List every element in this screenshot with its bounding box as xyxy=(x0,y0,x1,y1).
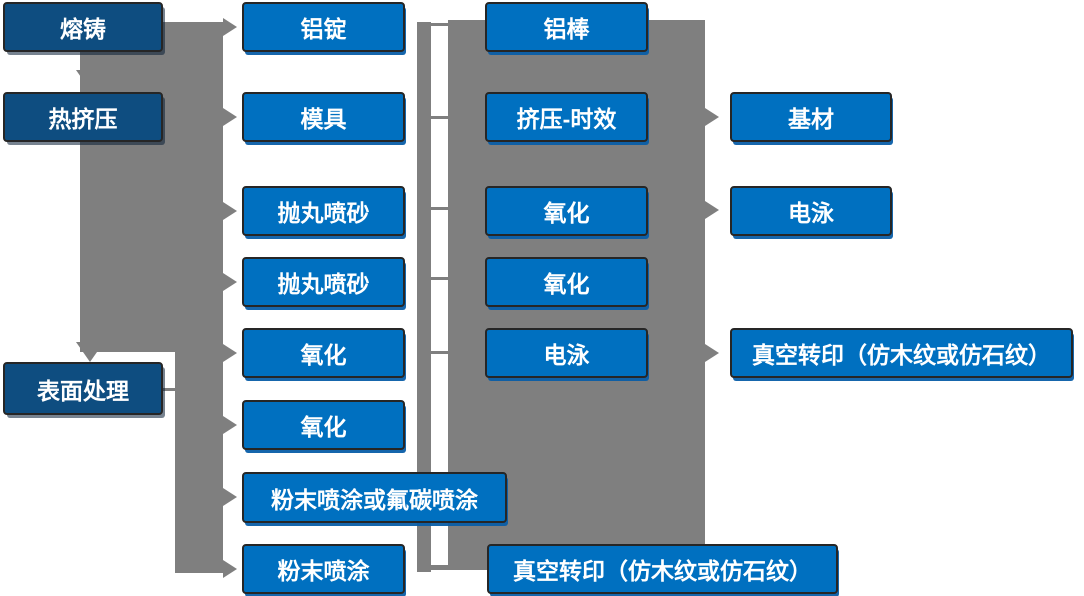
node-substrate: 基材 xyxy=(730,92,892,142)
arrow-right-icon xyxy=(705,201,719,219)
node-vacuum-transfer-print-1: 真空转印（仿木纹或仿石纹） xyxy=(487,544,838,594)
connector-middle-stub xyxy=(431,351,448,354)
arrow-down-icon xyxy=(76,70,104,90)
node-mold: 模具 xyxy=(242,92,405,142)
node-melting-casting: 熔铸 xyxy=(3,2,163,52)
arrow-right-icon xyxy=(223,488,237,506)
connector-middle-vertical-bar xyxy=(417,22,431,572)
arrow-right-icon xyxy=(223,273,237,291)
arrow-right-icon xyxy=(223,344,237,362)
arrow-right-icon xyxy=(223,560,237,578)
node-hot-extrusion: 热挤压 xyxy=(3,92,163,142)
node-aluminum-rod: 铝棒 xyxy=(485,2,648,52)
node-electrophoresis-2: 电泳 xyxy=(730,186,892,236)
arrow-down-icon xyxy=(76,342,104,362)
connector-middle-stub xyxy=(431,116,448,119)
node-extrusion-aging: 挤压-时效 xyxy=(485,92,648,142)
node-electrophoresis-1: 电泳 xyxy=(485,328,648,378)
arrow-right-icon xyxy=(705,344,719,362)
node-oxidation-1: 氧化 xyxy=(242,328,405,378)
node-aluminum-ingot: 铝锭 xyxy=(242,2,405,52)
arrow-right-icon xyxy=(223,416,237,434)
arrow-right-icon xyxy=(705,108,719,126)
arrow-right-icon xyxy=(223,202,237,220)
connector-surface-treatment-link xyxy=(163,388,175,391)
arrow-right-icon xyxy=(223,18,237,36)
node-oxidation-4: 氧化 xyxy=(485,257,648,307)
connector-middle-stub xyxy=(431,207,448,210)
connector-middle-stub xyxy=(431,277,448,280)
node-shot-blasting-1: 抛丸喷砂 xyxy=(242,186,405,236)
node-powder-coating: 粉末喷涂 xyxy=(242,544,405,594)
connector-middle-stub xyxy=(431,23,448,26)
arrow-right-icon xyxy=(223,108,237,126)
node-surface-treatment: 表面处理 xyxy=(3,362,163,415)
connector-left-lower-bar xyxy=(175,352,223,573)
node-vacuum-transfer-print-2: 真空转印（仿木纹或仿石纹） xyxy=(730,328,1073,378)
connector-middle-stub xyxy=(431,565,448,570)
node-shot-blasting-2: 抛丸喷砂 xyxy=(242,257,405,307)
node-oxidation-2: 氧化 xyxy=(242,400,405,450)
node-powder-or-fluorocarbon-coating: 粉末喷涂或氟碳喷涂 xyxy=(242,472,507,523)
node-oxidation-3: 氧化 xyxy=(485,186,648,236)
